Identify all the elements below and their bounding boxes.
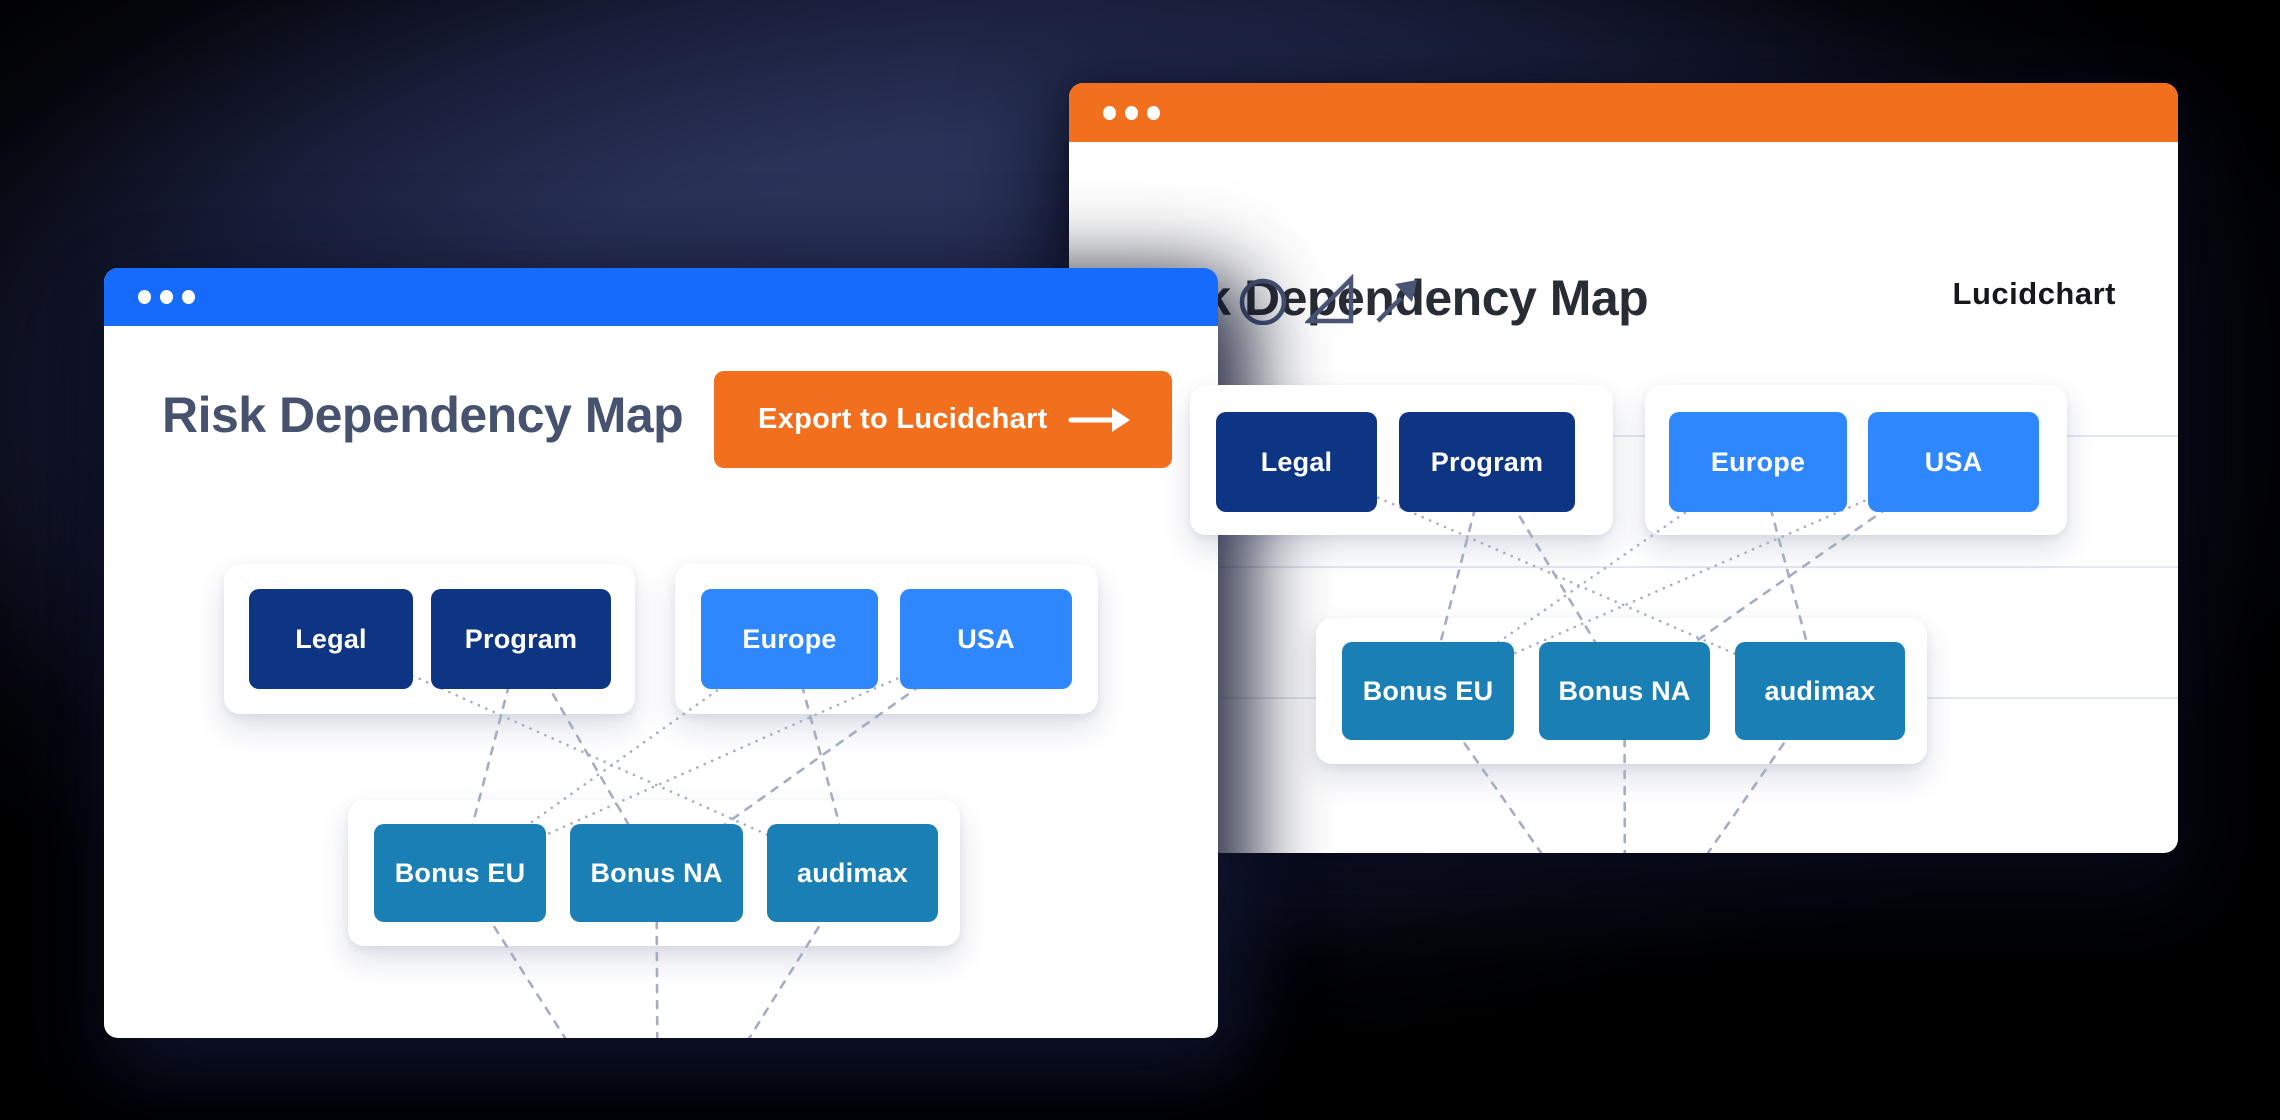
grid-row-line (1069, 435, 2178, 437)
window-dot[interactable] (138, 290, 151, 304)
export-to-lucidchart-button[interactable]: Export to Lucidchart (714, 371, 1172, 468)
node-usa[interactable]: USA (900, 589, 1072, 689)
lucidchart-logo: Lucidchart (1952, 276, 2116, 311)
window-dot[interactable] (1147, 105, 1160, 120)
right-arrow-icon (1068, 407, 1130, 432)
node-program[interactable]: Program (1399, 412, 1575, 512)
node-europe[interactable]: Europe (701, 589, 878, 689)
front-window-titlebar (104, 268, 1218, 326)
node-europe[interactable]: Europe (1669, 412, 1847, 512)
circle-shape-icon[interactable] (1237, 271, 1289, 325)
node-audimax[interactable]: audimax (767, 824, 938, 922)
node-usa[interactable]: USA (1868, 412, 2039, 512)
node-program[interactable]: Program (431, 589, 611, 689)
node-audimax[interactable]: audimax (1735, 642, 1905, 740)
node-legal[interactable]: Legal (1216, 412, 1377, 512)
window-dot[interactable] (1103, 105, 1116, 120)
arrow-shape-icon[interactable] (1371, 271, 1421, 325)
triangle-shape-icon[interactable] (1305, 271, 1355, 325)
node-bonus-eu[interactable]: Bonus EU (374, 824, 546, 922)
node-bonus-na[interactable]: Bonus NA (570, 824, 743, 922)
shape-toolbar (1237, 271, 1421, 325)
grid-row-line (1069, 566, 2178, 568)
window-dot[interactable] (160, 290, 173, 304)
node-bonus-na[interactable]: Bonus NA (1539, 642, 1710, 740)
front-window: Risk Dependency Map Export to Lucidchart… (104, 268, 1218, 1038)
window-dot[interactable] (1125, 105, 1138, 120)
export-button-label: Export to Lucidchart (758, 403, 1048, 435)
node-bonus-eu[interactable]: Bonus EU (1342, 642, 1514, 740)
back-window: Risk Dependency Map Lucidchart Legal Pro… (1069, 83, 2178, 853)
page-title: Risk Dependency Map (162, 387, 684, 443)
back-window-titlebar (1069, 83, 2178, 142)
window-dot[interactable] (182, 290, 195, 304)
node-legal[interactable]: Legal (249, 589, 413, 689)
